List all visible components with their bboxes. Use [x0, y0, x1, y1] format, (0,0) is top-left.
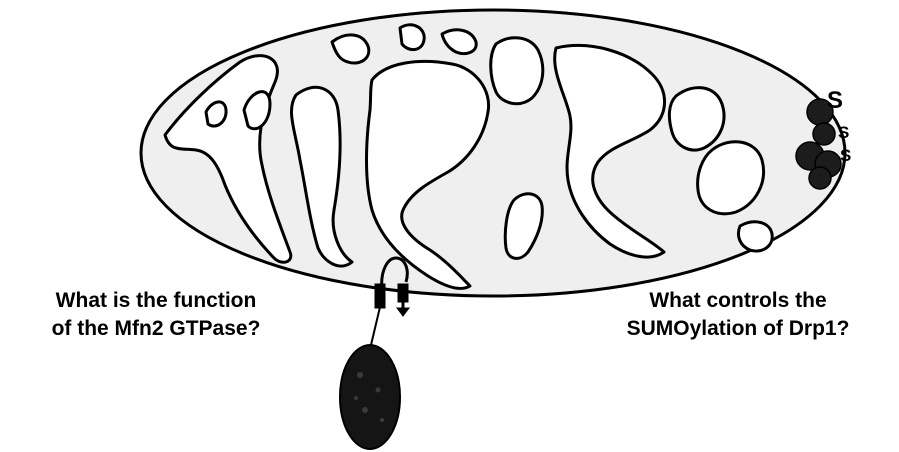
- sumo-label-3: S: [840, 146, 851, 165]
- mfn2-arrowhead: [397, 308, 409, 316]
- crista-11: [669, 88, 724, 150]
- mfn2-question-line1: What is the function: [6, 287, 306, 315]
- crista-7: [400, 25, 424, 50]
- crista-2: [206, 102, 226, 126]
- drp1-question-line2: SUMOylation of Drp1?: [583, 315, 893, 343]
- crista-9: [491, 38, 543, 104]
- sumo-label-2: S: [838, 123, 849, 142]
- mfn2-tm-domain-left: [376, 285, 384, 307]
- crista-14: [738, 222, 772, 251]
- drp1-question: What controls the SUMOylation of Drp1?: [583, 287, 893, 343]
- sumo-label-1: S: [827, 87, 843, 114]
- drp1-subunit-2: [813, 123, 835, 145]
- mfn2-tm-domain-right: [399, 285, 407, 301]
- drp1-subunit-5: [809, 167, 831, 189]
- mfn2-tether: [371, 307, 380, 345]
- dark-oval-organelle: [340, 345, 400, 449]
- mfn2-question-line2: of the Mfn2 GTPase?: [6, 315, 306, 343]
- mfn2-question: What is the function of the Mfn2 GTPase?: [6, 287, 306, 343]
- drp1-question-line1: What controls the: [583, 287, 893, 315]
